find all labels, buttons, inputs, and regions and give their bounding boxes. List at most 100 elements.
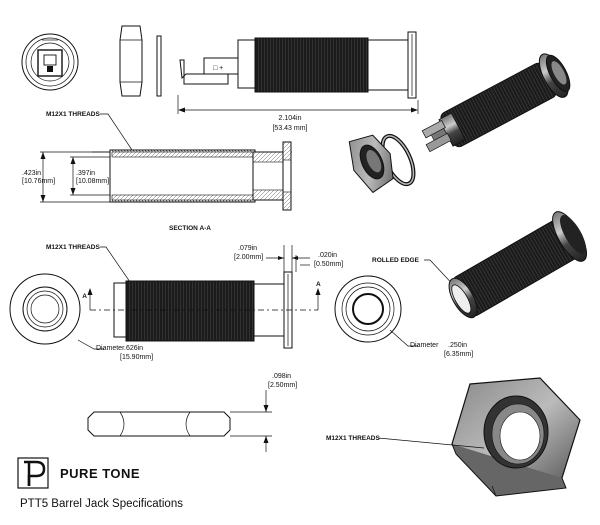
nut-height-in: .098in <box>272 373 291 380</box>
thread-tick <box>189 199 192 203</box>
thread-tick <box>111 149 114 153</box>
thread-tick <box>153 199 156 203</box>
overall-length-in: 2.104in <box>279 115 302 122</box>
thread-tick <box>177 199 180 203</box>
thread-tick <box>156 199 159 203</box>
dia-left-label: Diameter <box>96 345 125 352</box>
flange-mm: [2.00mm] <box>234 254 263 261</box>
thread-tick <box>117 199 120 203</box>
thread-tick <box>210 199 213 203</box>
thread-tick <box>150 199 153 203</box>
thread-tick <box>135 199 138 203</box>
inner-dia-in: .397in <box>76 170 95 177</box>
thread-tick <box>144 149 147 153</box>
section-title: SECTION A-A <box>169 225 211 232</box>
thread-tick <box>243 199 246 203</box>
thread-tick <box>126 199 129 203</box>
thread-tick <box>129 149 132 153</box>
dia-left-mm: [15.90mm] <box>120 354 153 361</box>
thread-tick <box>216 199 219 203</box>
exploded-3d-render <box>348 53 571 194</box>
brand-name: PURE TONE <box>60 466 140 481</box>
section-line <box>87 288 321 311</box>
thread-tick <box>231 149 234 153</box>
thread-tick <box>186 149 189 153</box>
thread-tick <box>126 149 129 153</box>
thread-tick <box>120 149 123 153</box>
dia-right-mm: [6.35mm] <box>444 351 473 358</box>
dia-right-in: .250in <box>448 342 467 349</box>
barrel-3d-render <box>448 211 587 319</box>
thread-tick <box>246 149 249 153</box>
thread-tick <box>168 199 171 203</box>
threads-leader-top <box>100 113 133 151</box>
jack-side-view-mid <box>113 271 293 349</box>
thread-tick <box>138 199 141 203</box>
thread-tick <box>234 149 237 153</box>
thread-tick <box>114 199 117 203</box>
section-mark-left: A <box>82 293 87 300</box>
thread-tick <box>120 199 123 203</box>
thread-tick <box>225 199 228 203</box>
nut-height-mm: [2.50mm] <box>268 382 297 389</box>
washer-side-view <box>156 35 162 97</box>
thread-tick <box>207 199 210 203</box>
thread-tick <box>183 199 186 203</box>
nut-profile-view <box>87 390 272 452</box>
thread-tick <box>246 199 249 203</box>
jack-side-view: □ + <box>179 31 417 99</box>
dia-right-leader <box>389 329 418 347</box>
thread-tick <box>141 199 144 203</box>
section-thread-ticks <box>111 149 252 203</box>
flange-in: .079in <box>238 245 257 252</box>
thread-tick <box>228 199 231 203</box>
thread-tick <box>201 149 204 153</box>
dia-left-in: .626in <box>124 345 143 352</box>
thread-tick <box>111 199 114 203</box>
front-end-view <box>9 273 81 345</box>
thread-tick <box>162 149 165 153</box>
thread-tick <box>195 149 198 153</box>
thread-tick <box>114 149 117 153</box>
thread-tick <box>240 199 243 203</box>
brand-logo <box>17 457 49 489</box>
thread-tick <box>168 149 171 153</box>
thread-tick <box>219 149 222 153</box>
thread-tick <box>216 149 219 153</box>
thread-tick <box>210 149 213 153</box>
rear-end-view <box>21 33 79 91</box>
thread-tick <box>189 149 192 153</box>
thread-tick <box>129 199 132 203</box>
thread-tick <box>141 149 144 153</box>
thread-tick <box>147 149 150 153</box>
thread-tick <box>171 149 174 153</box>
thread-tick <box>237 149 240 153</box>
svg-text:□ +: □ + <box>213 65 223 72</box>
thread-tick <box>225 149 228 153</box>
thread-tick <box>144 199 147 203</box>
thread-tick <box>213 199 216 203</box>
spec-caption: PTT5 Barrel Jack Specifications <box>20 498 183 510</box>
gap-in: .020in <box>318 252 337 259</box>
thread-tick <box>219 199 222 203</box>
thread-tick <box>192 199 195 203</box>
thread-tick <box>135 149 138 153</box>
thread-tick <box>150 149 153 153</box>
thread-tick <box>117 149 120 153</box>
thread-tick <box>132 199 135 203</box>
thread-tick <box>180 199 183 203</box>
thread-tick <box>222 149 225 153</box>
dia-left-leader <box>77 339 104 350</box>
thread-tick <box>198 199 201 203</box>
thread-tick <box>249 199 252 203</box>
threads-label-mid: M12X1 THREADS <box>46 244 100 251</box>
thread-tick <box>177 149 180 153</box>
rear-flange-view <box>334 275 402 343</box>
thread-tick <box>201 199 204 203</box>
thread-tick <box>171 199 174 203</box>
rolled-edge-label: ROLLED EDGE <box>372 257 420 264</box>
thread-tick <box>222 199 225 203</box>
gap-mm: [0.50mm] <box>314 261 343 268</box>
thread-tick <box>243 149 246 153</box>
